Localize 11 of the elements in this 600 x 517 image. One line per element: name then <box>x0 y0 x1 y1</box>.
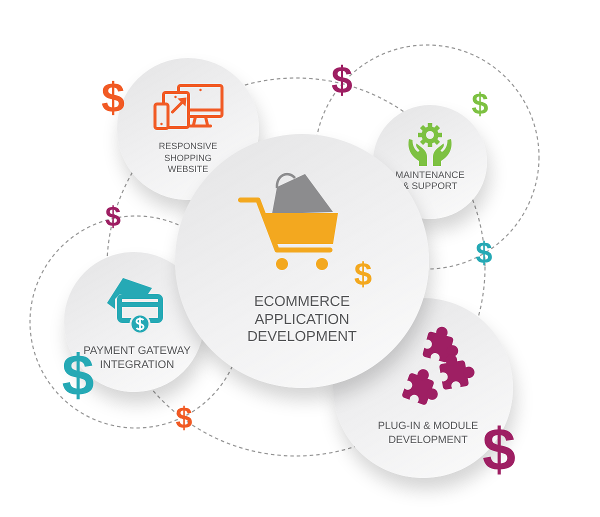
dollar-sign: $ <box>176 404 192 434</box>
node-label: ECOMMERCE APPLICATION DEVELOPMENT <box>246 294 358 346</box>
node-label: PLUG-IN & MODULE DEVELOPMENT <box>376 419 480 447</box>
dollar-sign: $ <box>354 258 372 290</box>
node-label: RESPONSIVE SHOPPING WEBSITE <box>158 141 218 176</box>
dollar-sign: $ <box>482 420 516 480</box>
dollar-sign: $ <box>472 90 488 120</box>
dollar-sign: $ <box>105 203 121 231</box>
dollar-sign: $ <box>331 62 353 100</box>
dollar-sign: $ <box>101 77 125 119</box>
dollar-sign: $ <box>476 239 492 269</box>
